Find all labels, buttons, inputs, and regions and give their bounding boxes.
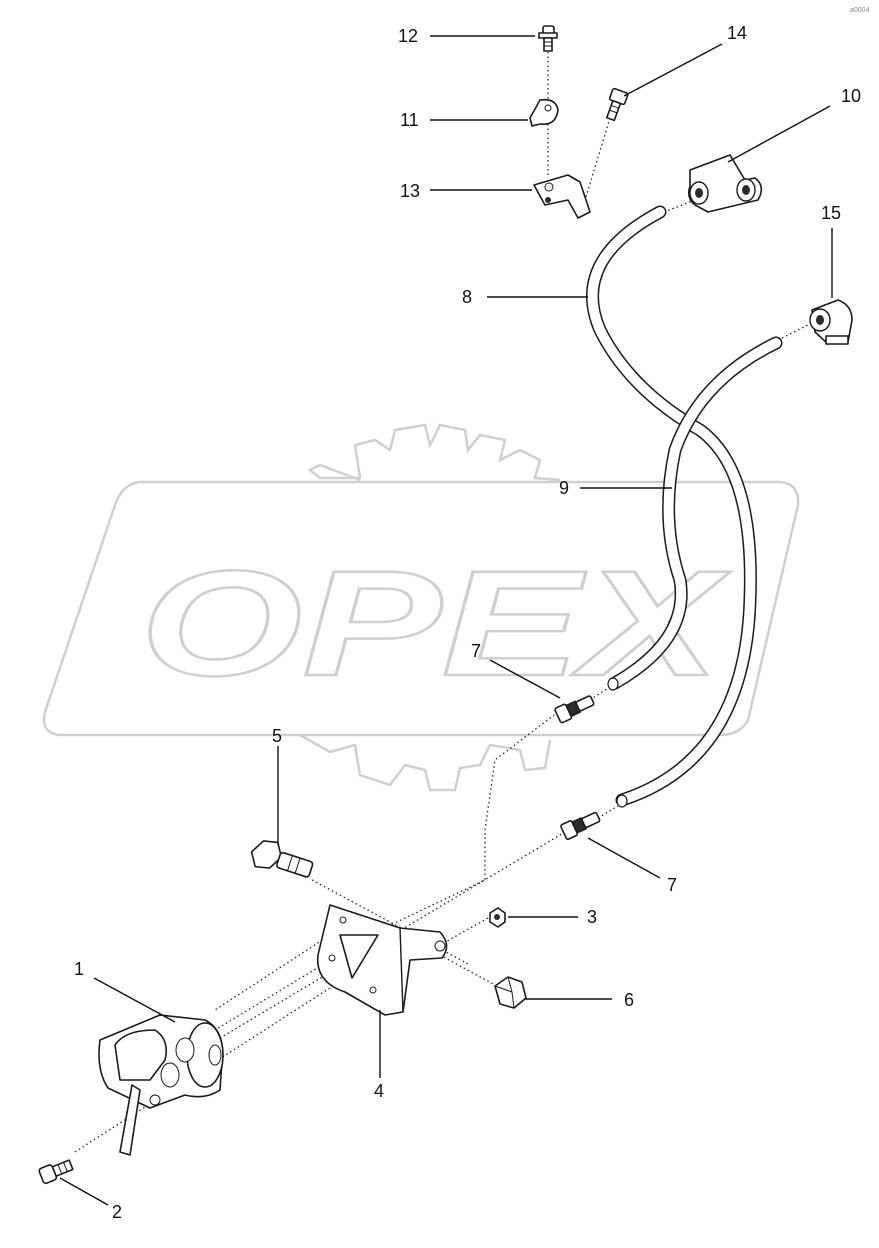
clip-part-11 (529, 98, 559, 127)
assembly-line-8-10 (663, 199, 696, 213)
assembly-line-9-7 (589, 687, 609, 701)
hose-9 (607, 336, 783, 691)
watermark-text: OPEX (140, 539, 731, 707)
callout-9: 9 (559, 478, 569, 498)
elbow-fitting-part-15 (809, 299, 853, 345)
callout-7-lower: 7 (667, 875, 677, 895)
screw-part-2 (38, 1159, 74, 1185)
assembly-line-bracket-pump (214, 934, 331, 1011)
assembly-line-6 (439, 954, 496, 986)
assembly-line-14-13 (581, 117, 611, 211)
leader-lines (59, 35, 833, 1206)
callout-4: 4 (374, 1081, 384, 1101)
callout-5: 5 (272, 726, 282, 746)
callout-13: 13 (400, 181, 420, 201)
hose-8 (586, 205, 757, 808)
assembly-line-7b-pump (174, 831, 566, 1066)
leader-1 (93, 977, 176, 1023)
leader-14 (623, 43, 723, 97)
leader-7b (587, 837, 661, 879)
fuel-pump-part-1 (98, 1014, 224, 1156)
opex-watermark: OPEX (42, 423, 800, 792)
locknut-part-6 (494, 976, 527, 1009)
callout-11: 11 (400, 110, 419, 130)
bracket-part-13 (533, 174, 591, 219)
callout-6: 6 (624, 990, 634, 1010)
callout-12: 12 (398, 26, 418, 46)
leader-10 (727, 105, 831, 163)
watermark-gear (307, 423, 561, 482)
assembly-line-9-15 (777, 324, 809, 341)
callout-14: 14 (727, 23, 747, 43)
assembly-line-8-7 (597, 805, 619, 819)
callout-15: 15 (821, 203, 841, 223)
assembly-line-3 (439, 917, 489, 946)
bolt-part-12 (538, 25, 558, 52)
fitting-part-7-upper (554, 695, 595, 724)
callout-1: 1 (74, 959, 84, 979)
watermark-gear-bottom (299, 733, 552, 792)
leader-2 (59, 1177, 109, 1206)
tee-fitting-part-10 (688, 154, 763, 213)
callout-labels: 12 11 13 14 10 15 8 9 7 7 5 3 6 4 1 2 (74, 23, 861, 1222)
bolt-part-5 (250, 840, 314, 878)
callout-7-upper: 7 (471, 641, 481, 661)
callout-3: 3 (587, 907, 597, 927)
callout-10: 10 (841, 86, 861, 106)
nut-part-3 (489, 907, 506, 928)
fitting-part-7-lower (560, 811, 601, 840)
corner-stamp: a0004 (850, 7, 870, 14)
callout-8: 8 (462, 287, 472, 307)
screw-part-14 (605, 87, 629, 122)
callout-2: 2 (112, 1202, 122, 1222)
bracket-part-4 (316, 904, 448, 1016)
leader-7a (489, 659, 561, 699)
